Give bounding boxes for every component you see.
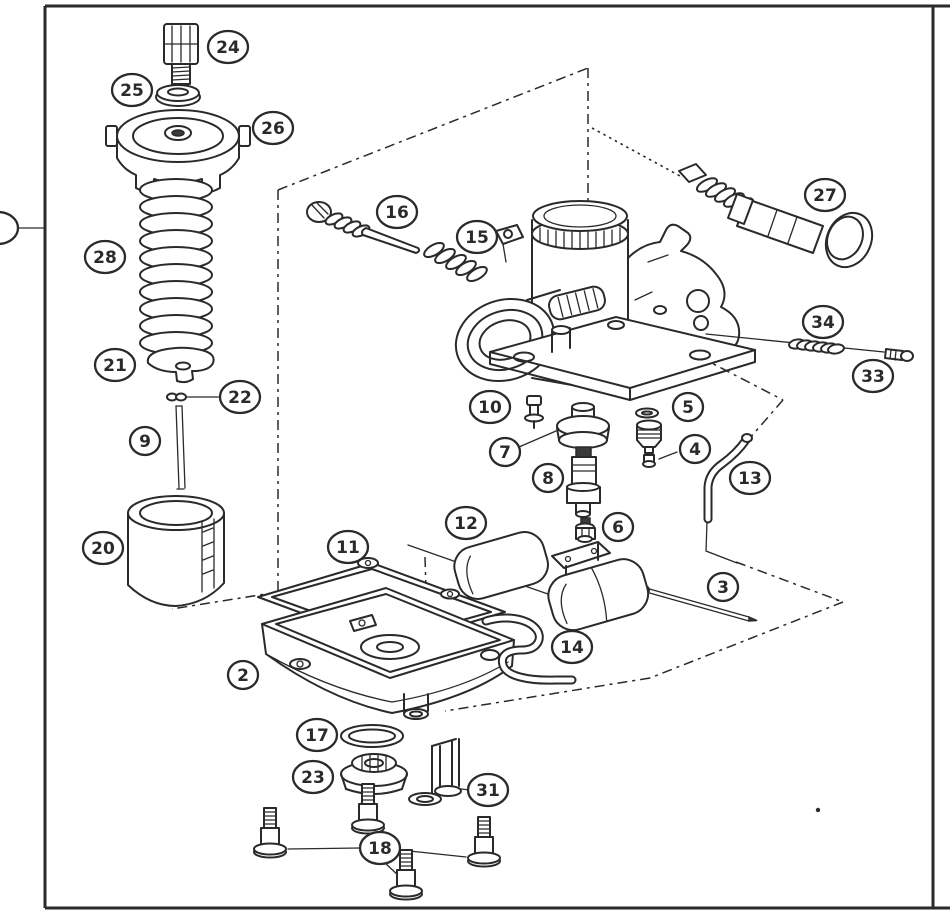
svg-text:22: 22 <box>228 388 252 408</box>
callout-9: 9 <box>128 425 162 457</box>
svg-text:16: 16 <box>385 203 409 223</box>
part-slide-20 <box>127 495 225 607</box>
svg-text:12: 12 <box>454 514 478 534</box>
part-needle-jet-8 <box>566 446 601 518</box>
part-spring-34-screw-33 <box>705 333 914 362</box>
svg-text:3: 3 <box>717 578 729 598</box>
part-clip-21 <box>146 346 215 384</box>
svg-text:8: 8 <box>542 469 554 489</box>
svg-text:33: 33 <box>861 367 885 387</box>
part-pipe-13 <box>703 433 753 564</box>
part-clip-5 <box>635 407 659 419</box>
callout-5: 5 <box>671 391 705 423</box>
svg-text:14: 14 <box>560 638 584 658</box>
svg-text:10: 10 <box>478 398 502 418</box>
print-dot <box>815 807 821 813</box>
svg-text:17: 17 <box>305 726 329 746</box>
callout-17: 17 <box>295 717 339 753</box>
svg-text:27: 27 <box>813 186 837 206</box>
svg-text:18: 18 <box>368 839 392 859</box>
screw <box>467 816 501 868</box>
svg-text:4: 4 <box>689 440 701 460</box>
svg-text:34: 34 <box>811 313 835 333</box>
part-pin-22 <box>166 392 221 402</box>
callout-18: 18 <box>358 830 402 866</box>
callout-15: 15 <box>455 219 499 255</box>
callout-10: 10 <box>468 389 512 425</box>
svg-text:31: 31 <box>476 781 500 801</box>
svg-text:7: 7 <box>499 443 511 463</box>
part-pilot-jet-4 <box>636 419 678 468</box>
callout-8: 8 <box>531 462 565 494</box>
part-carburetor-body <box>454 200 756 401</box>
svg-text:6: 6 <box>612 518 624 538</box>
screw <box>351 783 385 835</box>
callout-24: 24 <box>206 29 250 65</box>
part-cap-26 <box>105 109 251 194</box>
callout-4: 4 <box>678 433 712 465</box>
svg-text:23: 23 <box>301 768 325 788</box>
callout-layer: 2345678910111213141516171820212223242526… <box>0 29 895 866</box>
screw <box>389 849 423 901</box>
part-float-bowl-2 <box>261 587 515 720</box>
part-washer-25 <box>155 84 201 107</box>
part-hose-14 <box>481 613 577 685</box>
part-choke-27 <box>678 163 874 269</box>
part-adjuster-16 <box>306 201 421 254</box>
callout-7: 7 <box>488 436 522 468</box>
part-main-jet-6 <box>575 517 596 543</box>
callout-21: 21 <box>93 347 137 383</box>
part-drain-plug-23 <box>340 753 408 795</box>
part-floats-12 <box>407 531 650 632</box>
part-adjuster-screw-24 <box>163 23 199 85</box>
svg-text:13: 13 <box>738 469 762 489</box>
part-oring-17 <box>340 724 404 748</box>
svg-text:25: 25 <box>120 81 144 101</box>
part-bracket-31 <box>408 738 471 806</box>
callout-14: 14 <box>550 629 594 665</box>
diagram-border <box>43 4 950 910</box>
callout-26: 26 <box>251 110 295 146</box>
svg-text:24: 24 <box>216 38 240 58</box>
callout-22: 22 <box>218 379 262 415</box>
part-pin-3 <box>640 585 758 622</box>
callout-31: 31 <box>466 772 510 808</box>
callout-13: 13 <box>728 460 772 496</box>
callout-20: 20 <box>81 530 125 566</box>
callout-27: 27 <box>803 177 847 213</box>
callout-34: 34 <box>801 304 845 340</box>
part-needle-9 <box>175 405 186 490</box>
callout-28: 28 <box>83 239 127 275</box>
svg-text:28: 28 <box>93 248 117 268</box>
callout-6: 6 <box>601 511 635 543</box>
callout-33: 33 <box>851 358 895 394</box>
callout-25: 25 <box>110 72 154 108</box>
svg-text:9: 9 <box>139 432 151 452</box>
screw <box>253 807 287 859</box>
callout-12: 12 <box>444 505 488 541</box>
svg-text:15: 15 <box>465 228 489 248</box>
callout-11: 11 <box>326 529 370 565</box>
callout-2: 2 <box>226 659 260 691</box>
svg-text:20: 20 <box>91 539 115 559</box>
svg-text:5: 5 <box>682 398 694 418</box>
callout-edge <box>0 210 20 246</box>
svg-text:2: 2 <box>237 666 249 686</box>
part-screws-18 <box>253 783 501 901</box>
callout-23: 23 <box>291 759 335 795</box>
part-needle-valve-10 <box>524 395 544 429</box>
part-spring-15 <box>423 242 488 282</box>
callout-16: 16 <box>375 194 419 230</box>
svg-text:21: 21 <box>103 356 127 376</box>
svg-text:11: 11 <box>336 538 360 558</box>
part-spring-28 <box>139 178 213 355</box>
svg-text:26: 26 <box>261 119 285 139</box>
callout-3: 3 <box>706 571 740 603</box>
